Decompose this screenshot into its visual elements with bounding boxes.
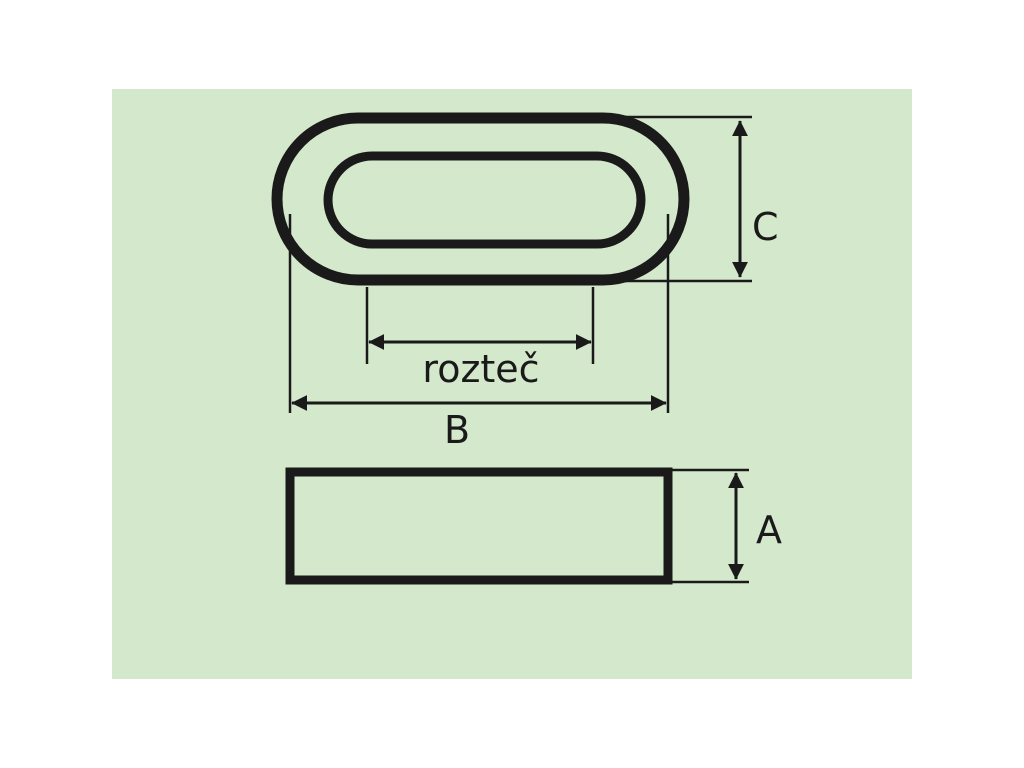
c-dimension-label: C <box>752 205 779 249</box>
inner-slot-outline <box>323 151 646 249</box>
pitch-dimension-label: rozteč <box>422 347 539 391</box>
a-dimension-label: A <box>756 508 782 552</box>
b-dimension-label: B <box>444 408 470 452</box>
side-view-rectangle <box>285 467 673 585</box>
